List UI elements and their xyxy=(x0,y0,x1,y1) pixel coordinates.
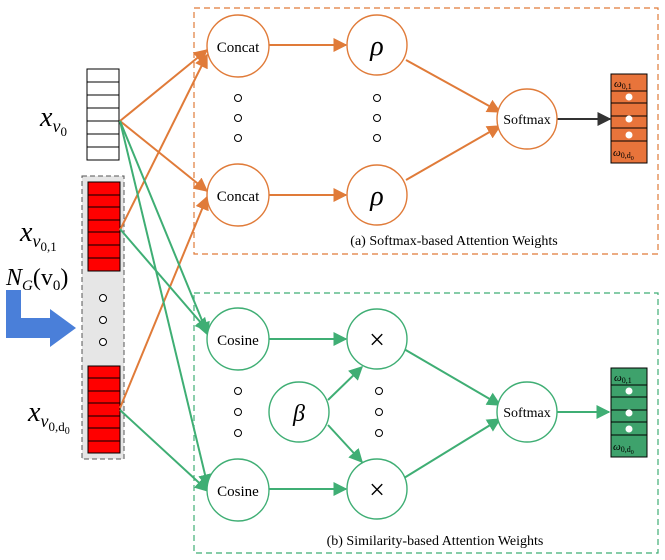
similarity-edges xyxy=(119,120,611,496)
neighborhood-arrow-icon xyxy=(6,290,76,347)
cosine-label-top: Cosine xyxy=(217,333,259,349)
top-panel-ellipsis xyxy=(234,94,381,142)
rho-node-bottom: ρ xyxy=(346,164,408,226)
concat-label-bottom: Concat xyxy=(217,189,260,205)
concat-node-top: Concat xyxy=(206,14,270,78)
x-v0d0-label: xv0,d0 xyxy=(27,397,70,437)
beta-label: β xyxy=(292,401,305,427)
similarity-output-top-label: ω0,1 xyxy=(614,372,632,385)
softmax-label-top: Softmax xyxy=(503,113,550,128)
softmax-panel-border xyxy=(193,7,659,255)
beta-node: β xyxy=(268,381,330,443)
softmax-panel-caption: (a) Softmax-based Attention Weights xyxy=(350,234,557,249)
bottom-panel-ellipsis xyxy=(234,387,383,437)
multiply-node-bottom: × xyxy=(346,458,408,520)
multiply-node-top: × xyxy=(346,308,408,370)
softmax-output-top-label: ω0,1 xyxy=(614,78,632,91)
softmax-output-bottom-label: ω0,d0 xyxy=(613,147,634,162)
x-v01-vector xyxy=(87,181,121,272)
softmax-node-top: Softmax xyxy=(496,88,558,150)
similarity-output-vector: ω0,1 ω0,d0 xyxy=(610,367,648,458)
x-v0-label: xv0 xyxy=(39,102,67,139)
softmax-node-bottom: Softmax xyxy=(496,381,558,443)
cosine-node-top: Cosine xyxy=(206,307,270,371)
cosine-label-bottom: Cosine xyxy=(217,484,259,500)
x-v0d0-vector xyxy=(87,365,121,454)
neighborhood-ellipsis xyxy=(99,294,107,346)
concat-label-top: Concat xyxy=(217,40,260,56)
similarity-panel-caption: (b) Similarity-based Attention Weights xyxy=(327,534,544,549)
softmax-label-bottom: Softmax xyxy=(503,406,550,421)
rho-node-top: ρ xyxy=(346,14,408,76)
similarity-output-bottom-label: ω0,d0 xyxy=(613,441,634,456)
rho-label-bottom: ρ xyxy=(369,181,383,212)
x-v01-label: xv0,1 xyxy=(19,217,57,254)
neighborhood-label: NG(v0) xyxy=(5,265,68,294)
softmax-output-vector: ω0,1 ω0,d0 xyxy=(610,73,648,164)
multiply-label-bottom: × xyxy=(369,475,385,506)
rho-label-top: ρ xyxy=(369,31,383,62)
softmax-edges xyxy=(119,38,502,409)
similarity-panel-border xyxy=(193,292,659,554)
cosine-node-bottom: Cosine xyxy=(206,458,270,522)
multiply-label-top: × xyxy=(369,325,385,356)
concat-node-bottom: Concat xyxy=(206,163,270,227)
x-v0-vector xyxy=(86,68,120,161)
